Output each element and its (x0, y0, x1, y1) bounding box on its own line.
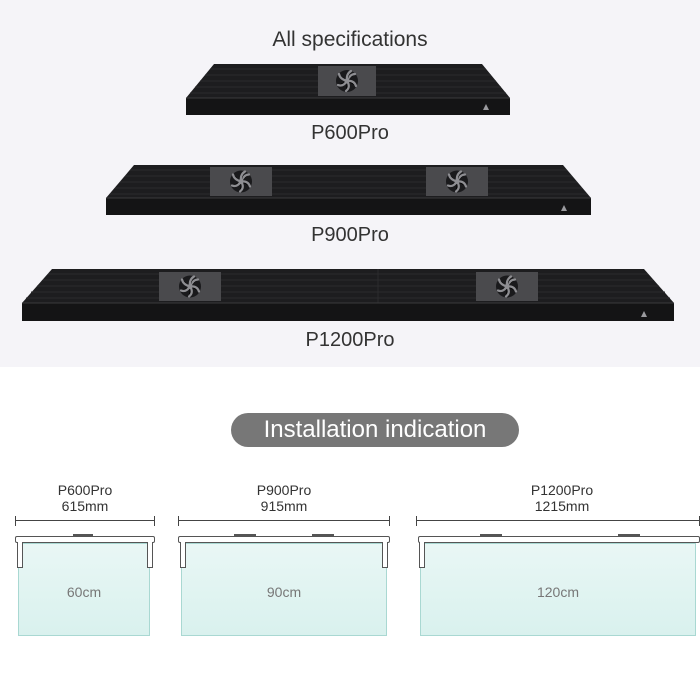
specifications-section: All specifications P600Pro (0, 0, 700, 367)
install-item-p1200pro: P1200Pro 1215mm 120cm (416, 482, 700, 642)
light-bar (15, 536, 155, 543)
install-length-label: 615mm (61, 498, 109, 514)
tank-size-label: 60cm (66, 584, 102, 600)
cooling-fan-icon (476, 272, 538, 301)
installation-heading-pill: Installation indication (231, 413, 519, 447)
mount-leg (419, 542, 425, 568)
cooling-fan-icon (159, 272, 221, 301)
dimension-line (15, 516, 155, 526)
mount-leg (17, 542, 23, 568)
install-model-label: P600Pro (57, 482, 113, 498)
install-item-p900pro: P900Pro 915mm 90cm (178, 482, 390, 642)
aquarium-tank: 120cm (420, 543, 696, 636)
brand-logo-icon (641, 311, 647, 317)
fixture-p600pro (186, 62, 510, 116)
install-model-label: P900Pro (256, 482, 312, 498)
light-bar (178, 536, 390, 543)
fixture-p1200pro (22, 268, 674, 322)
brand-logo-icon (561, 205, 567, 211)
tank-size-label: 90cm (266, 584, 302, 600)
cooling-fan-icon (210, 167, 272, 196)
install-model-label: P1200Pro (530, 482, 594, 498)
mount-leg (180, 542, 186, 568)
install-length-label: 915mm (260, 498, 308, 514)
aquarium-tank: 60cm (18, 543, 150, 636)
fixture-p900pro (106, 164, 591, 216)
install-item-p600pro: P600Pro 615mm 60cm (15, 482, 155, 642)
install-length-label: 1215mm (534, 498, 590, 514)
spec-label-p900pro: P900Pro (311, 224, 389, 246)
cooling-fan-icon (426, 167, 488, 196)
cooling-fan-icon (318, 66, 376, 96)
dimension-line (178, 516, 390, 526)
specifications-heading: All specifications (272, 28, 428, 51)
spec-label-p1200pro: P1200Pro (305, 329, 395, 351)
dimension-line (416, 516, 700, 526)
tank-size-label: 120cm (536, 584, 580, 600)
mount-leg (382, 542, 388, 568)
brand-logo-icon (483, 104, 489, 110)
aquarium-tank: 90cm (181, 543, 387, 636)
light-bar (418, 536, 700, 543)
mount-leg (147, 542, 153, 568)
spec-label-p600pro: P600Pro (311, 122, 389, 144)
